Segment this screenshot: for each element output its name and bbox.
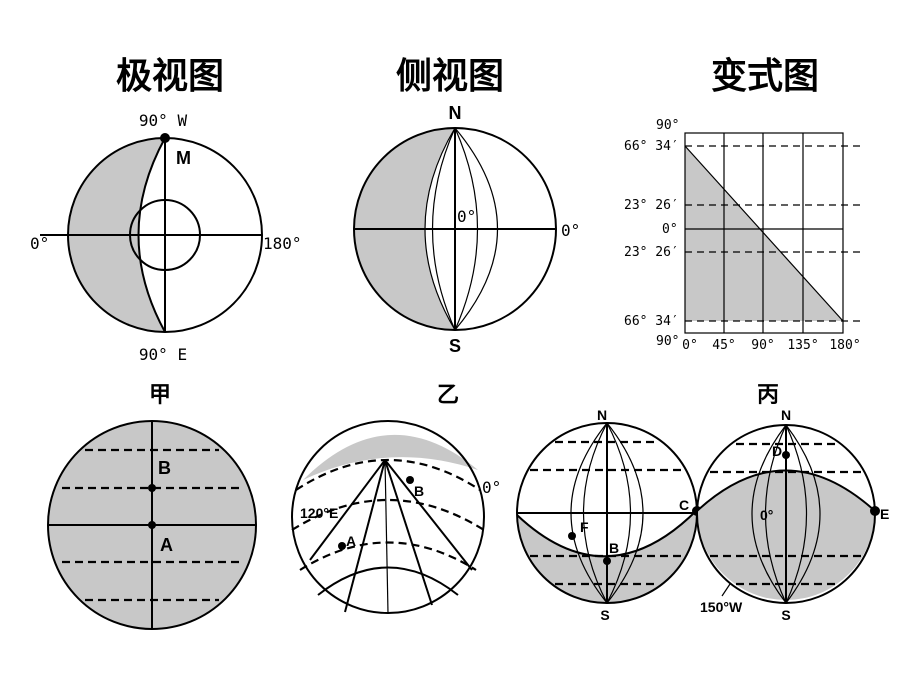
jia-point-a [148, 521, 156, 529]
variant-lat-label-2: 23° 26′ [624, 198, 679, 213]
polar-terminator [137, 137, 166, 333]
side-meridian-2 [454, 127, 479, 331]
variant-lat-label-6: 90° [656, 334, 679, 349]
yi-lon-0-label: 0° [482, 478, 501, 497]
bing-right-meridian-2 [751, 424, 787, 604]
subtitle-yi: 乙 [437, 382, 459, 408]
bing-left-meridian-1 [582, 422, 608, 604]
bing-point-c-label: C [679, 497, 689, 513]
side-center-label: 0° [457, 207, 476, 226]
variant-lat-label-4: 23° 26′ [624, 245, 679, 260]
polar-bottom-label: 90° E [139, 345, 187, 364]
bing-point-d-label: D [772, 443, 782, 459]
polar-top-label: 90° W [139, 111, 188, 130]
variant-terminator [684, 145, 844, 322]
jia-point-b-label: B [158, 458, 171, 478]
bing-right-south-label: S [781, 607, 790, 623]
yi-point-a [338, 542, 346, 550]
title-variant-view: 变式图 [711, 55, 819, 97]
yi-polar-cap [303, 434, 478, 480]
bing-left-north-label: N [597, 407, 607, 423]
polar-point-m [160, 133, 170, 143]
variant-lat-label-5: 66° 34′ [624, 314, 679, 329]
bing-right-center-label: 0° [760, 507, 773, 523]
variant-lon-label-0: 0° [682, 338, 698, 353]
yi-point-a-label: A [346, 533, 356, 549]
yi-parallel-4 [317, 566, 459, 596]
subtitle-bing: 丙 [757, 382, 779, 408]
bing-right-globe: N S D E 0° 150°W [696, 407, 889, 623]
yi-point-b-label: B [414, 483, 424, 499]
bing-lon-150-label: 150°W [700, 599, 743, 615]
yi-diagram: 120°E 0° A B [291, 420, 501, 614]
yi-point-b [406, 476, 414, 484]
yi-meridian-5 [384, 459, 473, 571]
yi-lon-120-label: 120°E [300, 505, 338, 521]
polar-left-label: 0° [30, 234, 49, 253]
variant-lat-label-3: 0° [662, 222, 678, 237]
yi-meridian-1 [344, 459, 386, 613]
bing-lon-150-pointer [721, 583, 731, 597]
side-meridian-3 [454, 127, 499, 331]
side-south-label: S [449, 336, 461, 356]
side-north-label: N [449, 103, 462, 123]
side-meridian-1 [432, 127, 456, 331]
polar-right-label: 180° [263, 234, 302, 253]
bing-right-meridian-4 [785, 424, 821, 604]
bing-point-b [603, 557, 611, 565]
variant-lon-label-2: 90° [751, 338, 774, 353]
variant-lat-label-0: 90° [656, 118, 679, 133]
yi-parallel-2 [291, 499, 485, 531]
bing-point-e-label: E [880, 506, 889, 522]
yi-meridian-2 [309, 459, 386, 561]
yi-meridian-3 [384, 459, 389, 614]
bing-right-meridian-3 [785, 424, 808, 604]
variant-night-region [685, 133, 843, 321]
yi-parallel-1 [295, 459, 481, 491]
bing-left-globe: N S C F B [516, 407, 702, 623]
bing-point-f-label: F [580, 519, 589, 535]
title-side-view: 侧视图 [396, 55, 504, 97]
variant-lat-label-1: 66° 34′ [624, 139, 679, 154]
yi-parallel-3 [299, 541, 477, 571]
polar-point-m-label: M [176, 148, 191, 168]
bing-right-meridian-1 [764, 424, 787, 604]
side-view-diagram: N S 0° 0° [353, 103, 580, 356]
variant-lon-label-3: 135° [787, 338, 818, 353]
title-polar-view: 极视图 [116, 55, 224, 97]
bing-left-terminator [516, 509, 698, 558]
bing-point-e [870, 506, 880, 516]
bing-left-meridian-3 [606, 422, 632, 604]
yi-meridian-4 [384, 459, 433, 606]
bing-point-f [568, 532, 576, 540]
bing-left-meridian-4 [606, 422, 644, 604]
bing-left-night-region [517, 510, 698, 603]
variant-lon-label-4: 180° [829, 338, 860, 353]
subtitle-jia: 甲 [149, 382, 171, 408]
variant-chart: 90° 66° 34′ 23° 26′ 0° 23° 26′ 66° 34′ 9… [624, 118, 862, 353]
jia-point-a-label: A [160, 535, 173, 555]
bing-left-meridian-2 [570, 422, 608, 604]
polar-view-diagram: 90° W M 0° 180° 90° E [30, 111, 302, 364]
side-right-label: 0° [561, 221, 580, 240]
jia-point-b [148, 484, 156, 492]
side-terminator [424, 127, 456, 331]
bing-point-d [782, 451, 790, 459]
bing-left-south-label: S [600, 607, 609, 623]
bing-point-b-label: B [609, 540, 619, 556]
jia-diagram: B A [47, 420, 257, 630]
variant-lon-label-1: 45° [712, 338, 735, 353]
variant-frame [684, 132, 844, 334]
bing-right-north-label: N [781, 407, 791, 423]
